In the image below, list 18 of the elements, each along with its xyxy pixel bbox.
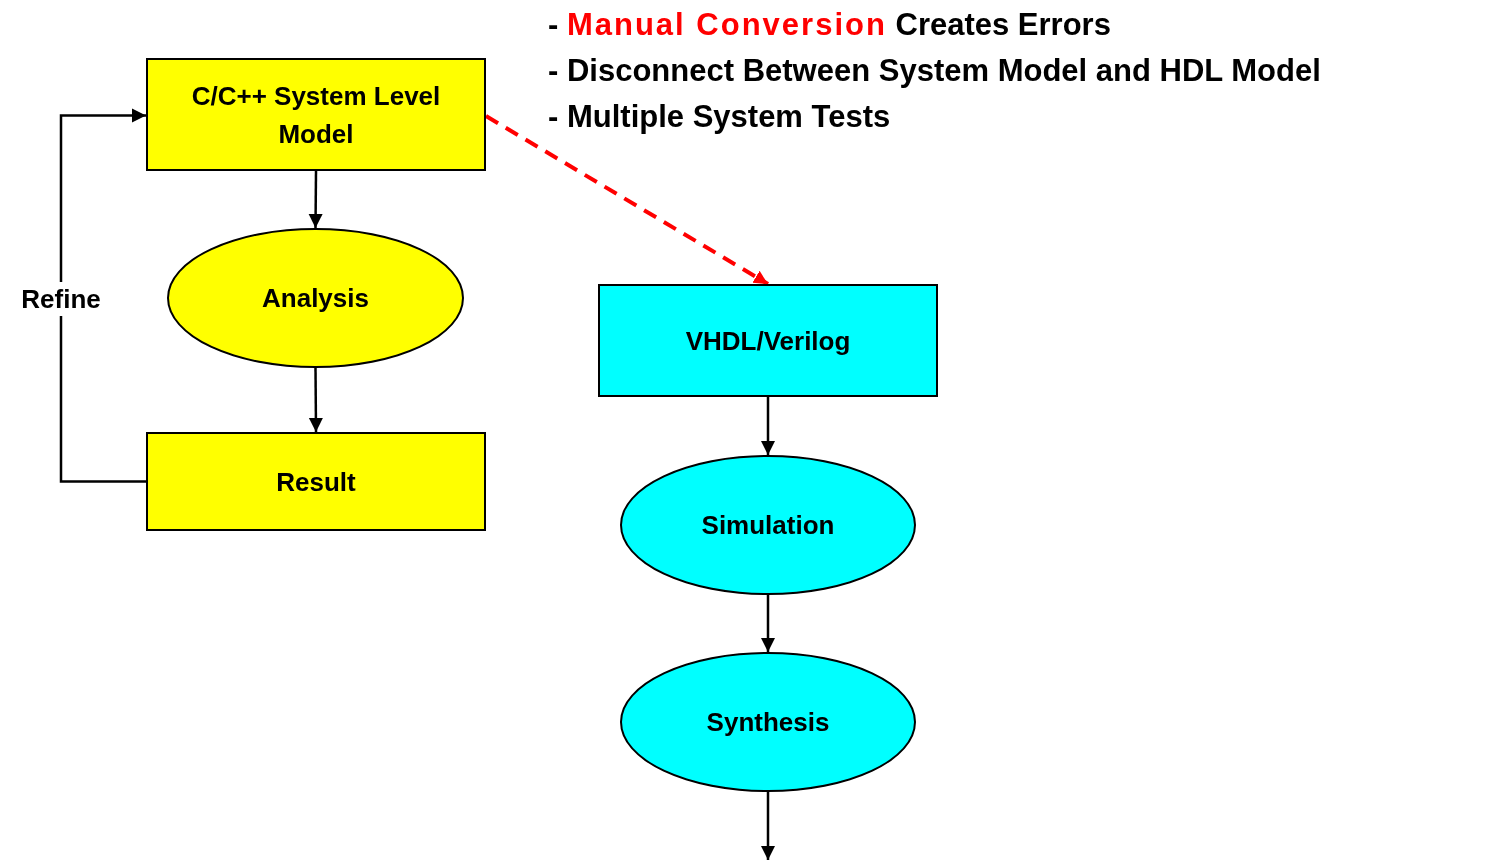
arrow — [761, 792, 775, 860]
node-label: Analysis — [261, 282, 370, 315]
process-box — [146, 432, 486, 531]
node-label: C/C++ System Level Model — [190, 79, 442, 151]
process-box — [146, 58, 486, 171]
bullet-note: - Manual Conversion Creates Errors — [548, 6, 1112, 44]
bullet-note: - Multiple System Tests — [548, 98, 892, 136]
arrow — [308, 171, 323, 228]
node-label: Result — [275, 465, 357, 499]
node-label: VHDL/Verilog — [684, 324, 852, 358]
node-label: Synthesis — [705, 706, 831, 739]
arrow — [761, 397, 775, 455]
bullet-note: - Disconnect Between System Model and HDL Model — [548, 52, 1321, 90]
node-label: Simulation — [700, 509, 836, 542]
arrow — [761, 595, 775, 652]
process-box — [598, 284, 938, 397]
arrow — [59, 108, 146, 483]
arrow — [308, 368, 323, 432]
